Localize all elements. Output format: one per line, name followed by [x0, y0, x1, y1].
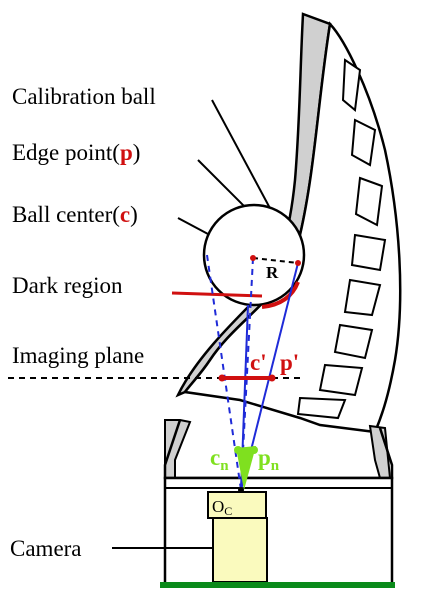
dark-region-arc: [261, 281, 300, 309]
label-cn: cn: [210, 445, 229, 474]
blade-cutout-4: [350, 233, 387, 272]
edge-point: [295, 260, 301, 266]
label-pn: pn: [258, 445, 280, 474]
camera-body: [212, 517, 268, 583]
pn-point: [250, 446, 258, 454]
blade-cutout-7: [318, 363, 364, 397]
dark-region-indicator: [171, 291, 263, 298]
label-optical-center: OC: [212, 497, 232, 518]
blade-cutout-5: [343, 278, 382, 317]
blade-cutout-2: [350, 118, 377, 167]
p-prime-point: [268, 374, 276, 382]
c-prime-point: [218, 374, 226, 382]
label-p-prime: p': [280, 350, 299, 375]
label-dark-region: Dark region: [12, 273, 123, 298]
label-edge-point: Edge point(p): [12, 140, 140, 165]
radius-line: [252, 257, 299, 264]
camera-enclosure: [163, 476, 394, 588]
label-c-prime: c': [250, 350, 267, 375]
blade-cutout-3: [354, 176, 384, 227]
ball-center-point: [250, 255, 256, 261]
leader-calibration-ball: [211, 99, 273, 213]
ray-center-dashed-2: [240, 257, 254, 491]
optical-center-point: [238, 487, 244, 493]
cn-point: [234, 446, 242, 454]
label-calibration-ball: Calibration ball: [12, 84, 156, 109]
blade-cutout-6: [333, 323, 374, 360]
sensor-projection: [236, 446, 256, 490]
label-imaging-plane: Imaging plane: [12, 343, 144, 368]
ground-base: [160, 582, 395, 588]
blade-cutouts: [296, 58, 387, 420]
label-camera: Camera: [10, 536, 82, 561]
blade-cutout-1: [341, 58, 362, 112]
label-ball-center: Ball center(c): [12, 202, 138, 227]
label-radius: R: [266, 263, 279, 282]
blade-cutout-8: [296, 396, 347, 420]
calibration-ball: [202, 203, 306, 307]
